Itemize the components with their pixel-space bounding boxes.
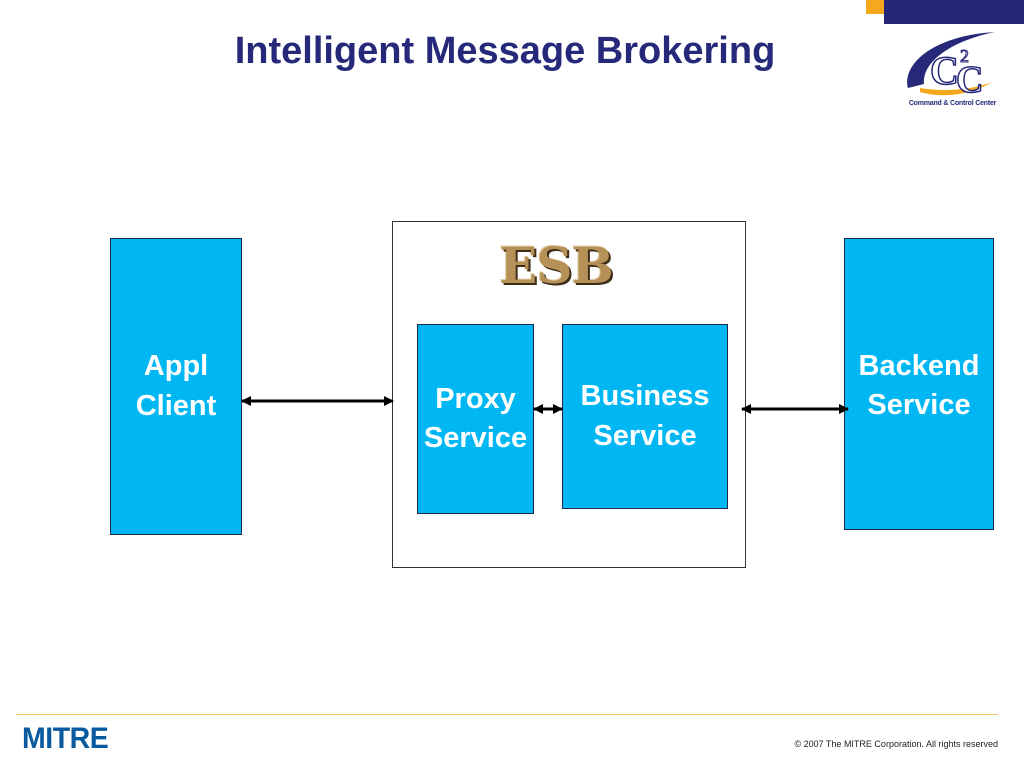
proxy-service-label: Proxy Service xyxy=(423,382,528,454)
business-service-box: Business Service xyxy=(562,324,728,509)
backend-service-box: Backend Service xyxy=(844,238,994,530)
svg-text:2: 2 xyxy=(960,46,969,66)
svg-text:C: C xyxy=(956,59,983,101)
c2c-logo-icon: C C 2 xyxy=(907,32,995,102)
appl-client-box: Appl Client xyxy=(110,238,242,535)
appl-client-label: Appl Client xyxy=(135,350,217,422)
logo-caption: Command & Control Center xyxy=(908,100,997,107)
copyright-text: © 2007 The MITRE Corporation. All rights… xyxy=(794,739,998,749)
backend-service-label: Backend Service xyxy=(858,350,980,422)
corner-accent-navy xyxy=(884,0,1024,24)
mitre-logo: MITRE xyxy=(22,722,109,755)
page-title: Intelligent Message Brokering xyxy=(234,30,776,72)
footer-divider xyxy=(16,714,998,715)
proxy-service-box: Proxy Service xyxy=(417,324,534,514)
esb-label: ESB xyxy=(499,236,613,295)
c2c-logo: C C 2 Command & Control Center xyxy=(900,26,1005,112)
business-service-label: Business Service xyxy=(580,380,710,452)
corner-accent-orange xyxy=(866,0,884,14)
svg-text:C: C xyxy=(930,48,959,93)
